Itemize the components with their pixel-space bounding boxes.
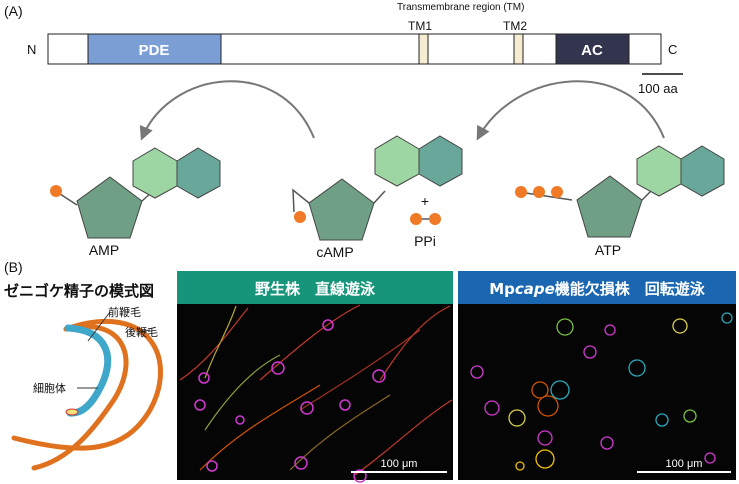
camp-phosphate bbox=[294, 211, 306, 223]
mutant-header-prefix: Mp bbox=[489, 280, 515, 298]
wild-type-cells bbox=[194, 319, 386, 483]
mutant-micrograph bbox=[458, 304, 736, 480]
n-terminus-label: N bbox=[27, 42, 36, 57]
scale-bar-right-label: 100 μm bbox=[666, 458, 703, 470]
ppi-label: PPi bbox=[414, 233, 436, 249]
pde-domain-label: PDE bbox=[139, 42, 170, 59]
anterior-flagellum-label: 前鞭毛 bbox=[108, 305, 141, 319]
scale-bar-left-label: 100 μm bbox=[381, 458, 418, 470]
protein-domain-bar bbox=[47, 33, 662, 65]
ac-domain-label: AC bbox=[581, 42, 603, 59]
atp-label: ATP bbox=[595, 242, 621, 258]
camp-sugar-pentagon bbox=[308, 178, 375, 241]
arrow-atp-to-camp bbox=[476, 80, 665, 141]
mutant-header-text: Mpcape機能欠損株 回転遊泳 bbox=[489, 280, 706, 298]
tm1-segment bbox=[418, 33, 429, 65]
amp-molecule bbox=[50, 147, 221, 239]
tm2-label: TM2 bbox=[503, 19, 527, 33]
mutant-header-suffix: 機能欠損株 回転遊泳 bbox=[555, 280, 706, 298]
wild-type-header-text: 野生株 直線遊泳 bbox=[255, 280, 376, 298]
anterior-flagellum bbox=[31, 324, 129, 471]
cell-body-nucleus bbox=[65, 408, 79, 416]
schematic-title: ゼニゴケ精子の模式図 bbox=[4, 282, 154, 300]
plus-sign: + bbox=[421, 193, 429, 209]
arrow-camp-to-amp bbox=[139, 80, 315, 141]
atp-base-hexagon-1 bbox=[636, 145, 682, 197]
ppi-molecule bbox=[410, 213, 441, 225]
sperm-schematic bbox=[11, 311, 163, 471]
amp-base-hexagon-1 bbox=[132, 147, 178, 199]
mutant-circular-tracks bbox=[470, 312, 733, 471]
amp-sugar-pentagon bbox=[76, 176, 143, 239]
atp-phosphate-2 bbox=[533, 186, 545, 198]
scale-bar-aa-label: 100 aa bbox=[638, 81, 679, 96]
wild-type-tracks bbox=[179, 304, 453, 476]
posterior-flagellum-label: 後鞭毛 bbox=[125, 325, 158, 339]
camp-base-hexagon-2 bbox=[418, 135, 463, 187]
atp-sugar-pentagon bbox=[576, 175, 643, 238]
amp-base-hexagon-2 bbox=[176, 147, 221, 199]
ppi-phosphate-2 bbox=[429, 213, 441, 225]
atp-molecule bbox=[515, 145, 725, 238]
mutant-header bbox=[458, 271, 736, 304]
camp-cyclic-bond bbox=[292, 188, 310, 213]
pde-domain bbox=[87, 33, 222, 65]
wild-type-header bbox=[177, 271, 453, 304]
atp-base-hexagon-2 bbox=[680, 145, 725, 197]
camp-molecule bbox=[292, 135, 463, 241]
amp-label: AMP bbox=[89, 242, 119, 258]
tm-region-label: Transmembrane region (TM) bbox=[397, 2, 524, 13]
panel-b-label: (B) bbox=[4, 259, 23, 275]
amp-phosphate bbox=[50, 185, 62, 197]
tm2-segment bbox=[513, 33, 524, 65]
ppi-phosphate-1 bbox=[410, 213, 422, 225]
ac-domain bbox=[555, 33, 630, 65]
camp-base-hexagon-1 bbox=[374, 135, 420, 187]
tm1-label: TM1 bbox=[408, 19, 432, 33]
camp-label: cAMP bbox=[316, 244, 353, 260]
atp-phosphate-3 bbox=[551, 186, 563, 198]
panel-a-label: (A) bbox=[4, 3, 23, 19]
c-terminus-label: C bbox=[668, 42, 677, 57]
mutant-header-italic: cape bbox=[515, 280, 555, 298]
atp-phosphate-1 bbox=[515, 186, 527, 198]
cell-body-label: 細胞体 bbox=[33, 381, 66, 395]
